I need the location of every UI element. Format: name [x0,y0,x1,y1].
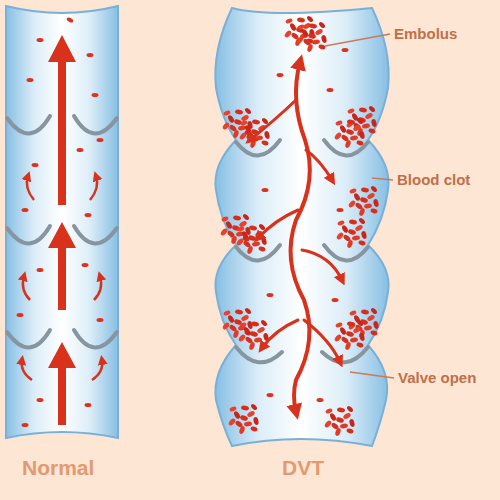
callout-label: Valve open [398,370,476,387]
callout-label: Blood clot [397,172,470,189]
panel-title: Normal [22,456,94,479]
callout-label: Embolus [394,26,457,43]
panel-title: DVT [282,456,324,479]
